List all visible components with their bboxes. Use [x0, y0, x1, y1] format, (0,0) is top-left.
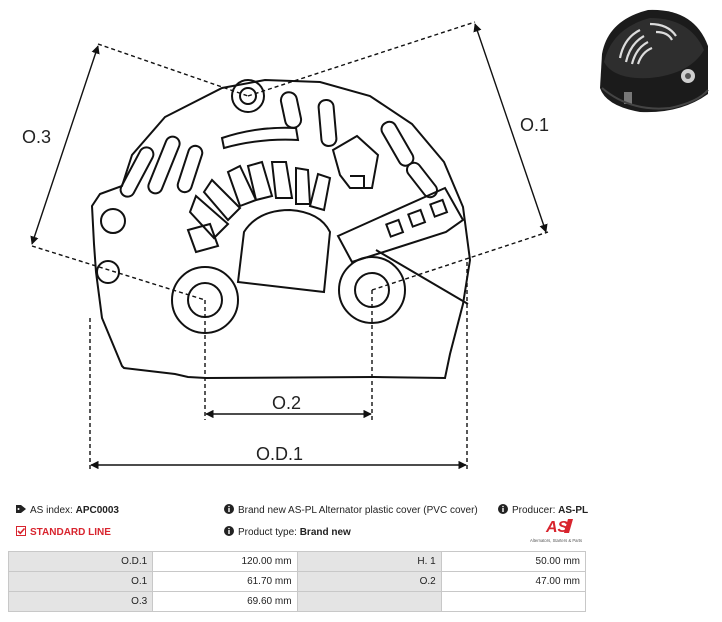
- product-type-label: Product type:: [238, 527, 297, 538]
- mount-hole-right: [338, 256, 406, 324]
- info-icon: [498, 504, 508, 514]
- producer-row: Producer: AS-PL: [498, 504, 588, 517]
- small-hole: [96, 260, 120, 284]
- product-type-value: Brand new: [299, 527, 351, 538]
- svg-text:Alternators, Starters & Parts: Alternators, Starters & Parts: [530, 538, 582, 543]
- technical-drawing: O.3 O.1 O.2 O.D.1: [22, 21, 549, 470]
- as-pl-logo: AS Alternators, Starters & Parts: [530, 519, 582, 543]
- cover-outline: [90, 78, 472, 380]
- spec-label: O.3: [7, 591, 154, 612]
- as-index-row: AS index: APC0003: [16, 504, 119, 517]
- table-row: O.D.1 120.00 mm H. 1 50.00 mm: [7, 551, 587, 572]
- spec-value: 120.00 mm: [152, 551, 298, 572]
- dimension-o3-line: [30, 45, 100, 245]
- spec-label: O.D.1: [7, 551, 154, 572]
- product-type-row: Product type: Brand new: [224, 526, 351, 539]
- dimension-o1-line: [473, 23, 548, 233]
- spec-label: H. 1: [296, 551, 442, 572]
- standard-line-badge: STANDARD LINE: [16, 526, 111, 539]
- mount-hole-left: [171, 266, 239, 334]
- small-hole: [100, 208, 126, 234]
- info-icon: [224, 526, 234, 536]
- spec-label: O.1: [7, 571, 154, 592]
- product-photo: [600, 9, 709, 113]
- tag-icon: [16, 505, 26, 513]
- center-dome: [236, 208, 332, 294]
- dimension-label-o1: O.1: [520, 115, 549, 135]
- spec-label: [296, 591, 442, 612]
- dimension-label-o2: O.2: [272, 393, 301, 413]
- as-index-label: AS index:: [30, 505, 73, 516]
- standard-line-label: STANDARD LINE: [30, 527, 111, 538]
- table-row: O.3 69.60 mm: [7, 591, 587, 612]
- description-text: Brand new AS-PL Alternator plastic cover…: [238, 505, 478, 516]
- producer-value: AS-PL: [558, 505, 589, 516]
- info-icon: [224, 504, 234, 514]
- spec-value: 61.70 mm: [152, 571, 298, 592]
- dimension-label-o3: O.3: [22, 127, 51, 147]
- specs-table: O.D.1 120.00 mm H. 1 50.00 mm O.1 61.70 …: [7, 551, 587, 612]
- svg-text:AS: AS: [545, 519, 569, 536]
- spec-value: 69.60 mm: [152, 591, 298, 612]
- description-row: Brand new AS-PL Alternator plastic cover…: [224, 504, 478, 517]
- as-index-value: APC0003: [75, 505, 119, 516]
- producer-label: Producer:: [512, 505, 556, 516]
- dimension-label-od1: O.D.1: [256, 444, 303, 464]
- mount-hole-top: [231, 79, 265, 113]
- spec-label: O.2: [296, 571, 442, 592]
- spec-value: [440, 591, 587, 612]
- spec-value: 50.00 mm: [440, 551, 587, 572]
- checkbox-checked-icon: [16, 526, 26, 536]
- table-row: O.1 61.70 mm O.2 47.00 mm: [7, 571, 587, 592]
- spec-value: 47.00 mm: [440, 571, 587, 592]
